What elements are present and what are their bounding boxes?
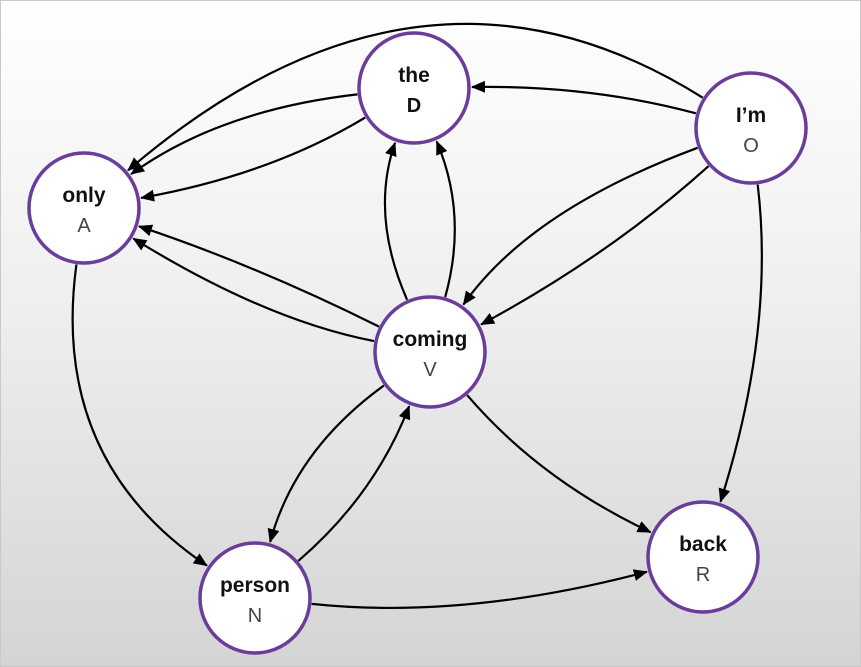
node-tag: D	[407, 95, 421, 117]
edge-person-to-coming	[297, 405, 411, 562]
edges-layer	[71, 22, 763, 610]
node-tag: V	[423, 359, 437, 381]
edge-person-to-back	[311, 569, 648, 610]
edge-coming-to-only	[132, 237, 375, 343]
node-circle	[27, 151, 141, 265]
edge-the-to-only	[130, 93, 358, 175]
node-word: person	[220, 574, 290, 597]
node-circle	[694, 71, 808, 185]
edge-coming-to-person	[267, 384, 385, 543]
edge-coming-to-back	[466, 394, 652, 534]
node-word: I’m	[736, 104, 766, 127]
edge-im-to-coming	[462, 146, 698, 306]
node-word: the	[398, 64, 430, 87]
edge-coming-to-the	[435, 140, 456, 298]
node-word: coming	[393, 328, 468, 351]
edge-im-to-coming	[480, 165, 710, 326]
node-circle	[357, 31, 471, 145]
edge-im-to-the	[471, 80, 697, 115]
node-circle	[646, 500, 760, 614]
edge-coming-to-only	[138, 224, 380, 328]
node-tag: O	[743, 135, 759, 157]
node-tag: R	[696, 564, 710, 586]
node-word: only	[62, 184, 105, 207]
edge-im-to-only	[127, 22, 704, 172]
edge-only-to-person	[71, 264, 208, 567]
node-circle	[198, 541, 312, 655]
node-circle	[373, 295, 487, 409]
edge-the-to-only	[140, 116, 366, 202]
node-word: back	[679, 533, 727, 556]
edge-coming-to-the	[383, 141, 409, 301]
node-tag: N	[248, 605, 262, 627]
node-im: I’mO	[694, 71, 808, 185]
node-tag: A	[77, 215, 91, 237]
edge-im-to-back	[718, 184, 763, 503]
